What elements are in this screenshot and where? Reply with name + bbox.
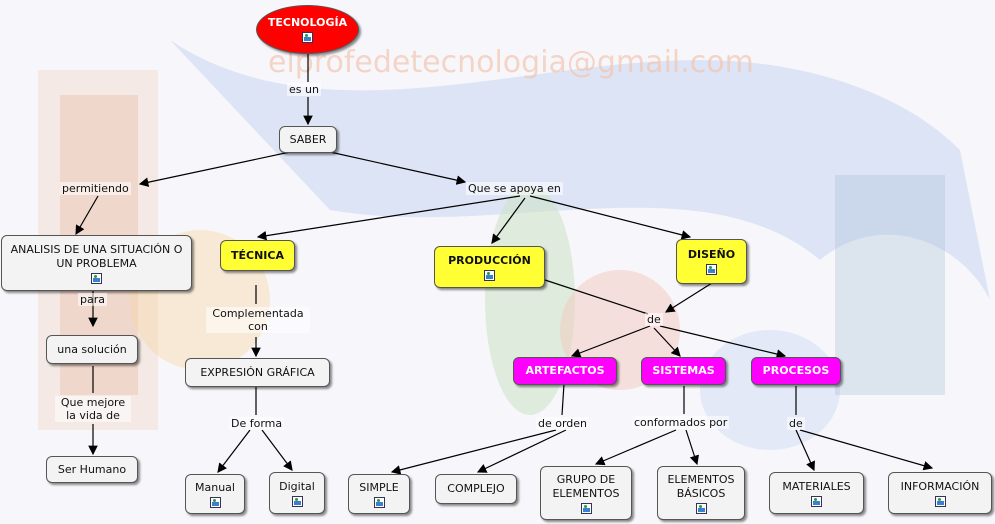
- node-label: INFORMACIÓN: [900, 479, 980, 493]
- node-informacion[interactable]: INFORMACIÓN: [888, 472, 992, 514]
- link-de-forma: De forma: [229, 417, 285, 430]
- node-label: ELEMENTOS BÁSICOS: [667, 472, 735, 500]
- node-saber[interactable]: SABER: [279, 126, 337, 153]
- link-para: para: [78, 293, 107, 306]
- node-label: EXPRESIÓN GRÁFICA: [200, 365, 315, 379]
- node-grupo-de-elementos[interactable]: GRUPO DE ELEMENTOS: [540, 466, 632, 520]
- node-tecnica[interactable]: TÉCNICA: [220, 240, 295, 271]
- node-label: DISEÑO: [687, 248, 736, 261]
- image-icon[interactable]: [484, 269, 495, 281]
- image-icon[interactable]: [580, 502, 592, 514]
- node-label: SABER: [289, 132, 327, 146]
- node-label: TECNOLOGÍA: [267, 16, 348, 29]
- node-label: SISTEMAS: [652, 364, 715, 377]
- node-ser-humano[interactable]: Ser Humano: [46, 456, 138, 483]
- node-label: ANALISIS DE UNA SITUACIÓN O UN PROBLEMA: [10, 242, 183, 270]
- image-icon[interactable]: [302, 32, 313, 43]
- node-diseno[interactable]: DISEÑO: [676, 239, 747, 284]
- node-label: MATERIALES: [782, 479, 851, 493]
- node-sistemas[interactable]: SISTEMAS: [641, 357, 726, 385]
- node-label: COMPLEJO: [447, 482, 505, 495]
- link-de-procesos: de: [787, 417, 805, 430]
- node-simple[interactable]: SIMPLE: [348, 474, 410, 514]
- image-icon[interactable]: [695, 502, 707, 514]
- node-materiales[interactable]: MATERIALES: [769, 472, 864, 514]
- node-produccion[interactable]: PRODUCCIÓN: [434, 246, 545, 288]
- node-elementos-basicos[interactable]: ELEMENTOS BÁSICOS: [657, 466, 745, 520]
- link-es-un: es un: [287, 83, 321, 96]
- node-complejo[interactable]: COMPLEJO: [435, 474, 517, 504]
- link-de-orden: de orden: [536, 417, 590, 430]
- image-icon[interactable]: [91, 272, 102, 284]
- image-icon[interactable]: [706, 264, 717, 275]
- node-una-solucion[interactable]: una solución: [46, 335, 138, 364]
- link-conformados-por: conformados por: [632, 416, 730, 429]
- image-icon[interactable]: [291, 495, 303, 507]
- node-artefactos[interactable]: ARTEFACTOS: [513, 357, 617, 385]
- image-icon[interactable]: [811, 495, 822, 507]
- node-label: PROCESOS: [762, 364, 830, 377]
- node-label: Manual: [195, 480, 235, 494]
- node-procesos[interactable]: PROCESOS: [751, 357, 841, 385]
- node-analisis[interactable]: ANALISIS DE UNA SITUACIÓN O UN PROBLEMA: [1, 235, 192, 291]
- node-manual[interactable]: Manual: [185, 474, 245, 514]
- node-label: SIMPLE: [359, 480, 399, 494]
- link-de: de: [645, 313, 663, 326]
- node-expresion-grafica[interactable]: EXPRESIÓN GRÁFICA: [185, 358, 330, 387]
- node-label: PRODUCCIÓN: [448, 253, 531, 267]
- node-label: Digital: [279, 479, 315, 493]
- watermark-email: elprofedetecnologia@gmail.com: [268, 45, 754, 80]
- image-icon[interactable]: [209, 496, 221, 508]
- node-tecnologia[interactable]: TECNOLOGÍA: [256, 5, 359, 54]
- node-label: GRUPO DE ELEMENTOS: [552, 472, 620, 500]
- image-icon[interactable]: [373, 496, 385, 508]
- node-label: TÉCNICA: [231, 248, 284, 262]
- node-label: una solución: [57, 342, 127, 356]
- node-label: Ser Humano: [57, 462, 127, 476]
- image-icon[interactable]: [934, 495, 946, 507]
- node-label: ARTEFACTOS: [525, 364, 605, 377]
- link-que-mejore: Que mejore la vida de: [55, 396, 131, 422]
- link-complementada-con: Complementada con: [206, 307, 310, 333]
- link-que-se-apoya-en: Que se apoya en: [466, 182, 563, 195]
- node-digital[interactable]: Digital: [269, 472, 325, 514]
- link-permitiendo: permitiendo: [60, 182, 131, 195]
